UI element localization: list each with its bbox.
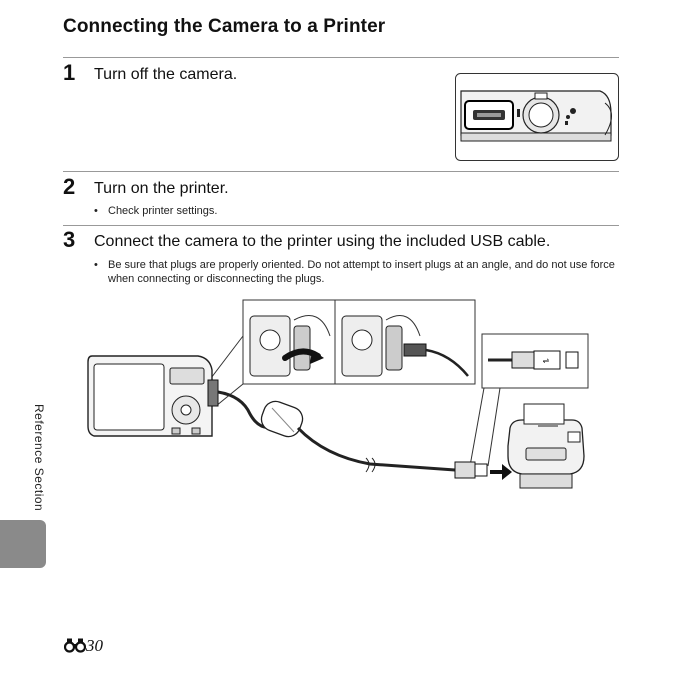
step-2-bullet: • Check printer settings. xyxy=(94,205,218,217)
usb-plug-icon xyxy=(474,463,488,477)
printer-illustration xyxy=(507,403,585,489)
camera-power-illustration xyxy=(455,73,619,161)
power-button-icon xyxy=(464,100,514,130)
page-title: Connecting the Camera to a Printer xyxy=(63,16,386,37)
camera-body-illustration xyxy=(87,355,219,437)
step-2-text: Turn on the printer. xyxy=(94,180,229,197)
step-3-number: 3 xyxy=(63,227,76,252)
step-2-number: 2 xyxy=(63,174,76,199)
step-2-divider xyxy=(63,225,619,226)
usb-plug-detail-inset: ⇌ xyxy=(481,333,589,389)
usb-connection-illustration: ⇌ xyxy=(87,299,589,489)
usb-plug-icon xyxy=(403,343,427,357)
bullet-icon: • xyxy=(94,205,98,217)
page-number: 30 xyxy=(63,636,103,656)
ferrite-core-icon xyxy=(260,400,304,438)
section-tab xyxy=(0,520,46,568)
step-3-text: Connect the camera to the printer using … xyxy=(94,233,551,250)
section-side-label: Reference Section xyxy=(32,404,46,512)
binoculars-icon xyxy=(63,638,87,653)
step-1-text: Turn off the camera. xyxy=(94,66,238,83)
step-3-bullet: • Be sure that plugs are properly orient… xyxy=(94,259,615,285)
step-1-number: 1 xyxy=(63,60,76,85)
insert-arrow-icon xyxy=(490,464,512,480)
bullet-icon: • xyxy=(94,259,98,271)
step-1-divider xyxy=(63,171,619,172)
usb-symbol-icon: ⇌ xyxy=(543,356,550,365)
title-divider xyxy=(63,57,619,58)
usb-cable-illustration xyxy=(217,390,512,480)
camera-lcd-icon xyxy=(93,363,165,431)
port-detail-inset xyxy=(242,299,476,385)
shutter-dial-icon xyxy=(522,92,560,134)
